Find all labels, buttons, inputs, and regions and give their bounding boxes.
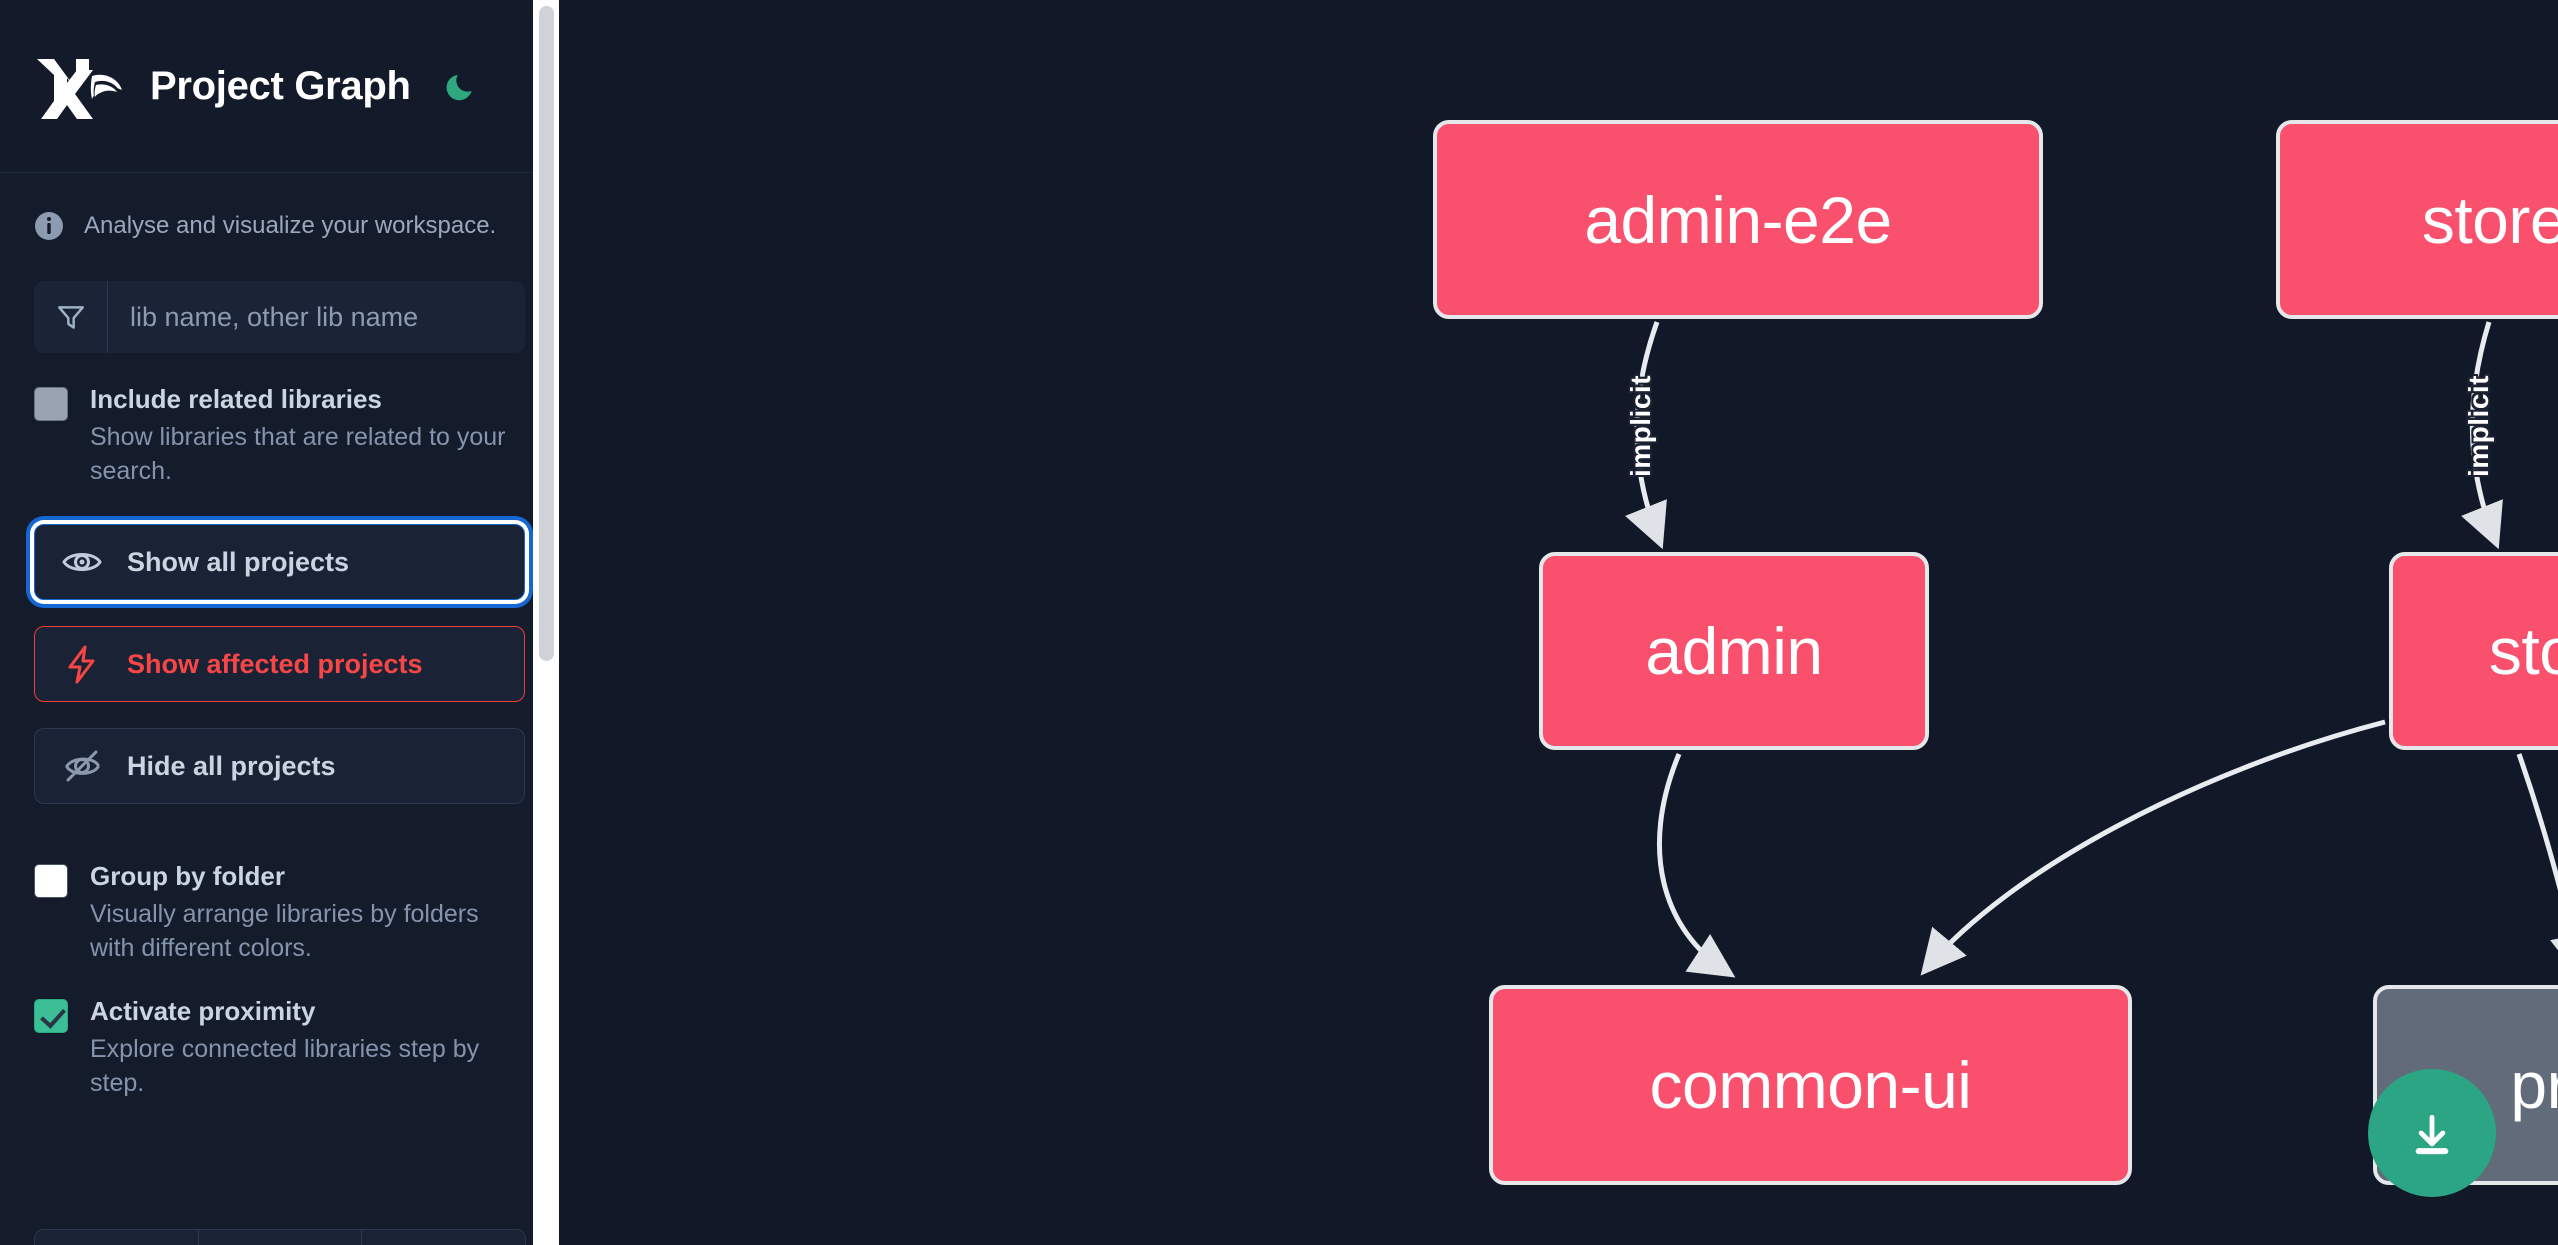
download-image-button[interactable] — [2368, 1069, 2496, 1197]
edge-store-to-common-ui — [1920, 719, 2386, 976]
edge-store-e2e-to-store — [2461, 321, 2503, 550]
graph-node-label: common-ui — [1649, 1048, 1972, 1122]
include-related-libraries-checkbox[interactable] — [34, 387, 68, 421]
sidebar-scrollbar-thumb[interactable] — [539, 6, 554, 661]
graph-node-store-e2e[interactable]: store-e2e — [2276, 120, 2558, 319]
search-input[interactable] — [108, 281, 525, 353]
hide-all-projects-label: Hide all projects — [127, 750, 336, 781]
sidebar-header: Project Graph — [0, 0, 559, 173]
show-affected-projects-button[interactable]: Show affected projects — [34, 626, 525, 702]
show-all-projects-label: Show all projects — [127, 546, 350, 577]
graph-node-label: store — [2488, 614, 2558, 688]
checkbox-group-by-folder[interactable]: Group by folder Visually arrange librari… — [0, 830, 559, 965]
segment-2[interactable] — [198, 1230, 363, 1245]
workspace-info-text: Analyse and visualize your workspace. — [84, 212, 497, 239]
eye-off-icon — [61, 745, 103, 787]
filter-icon — [34, 281, 108, 353]
download-icon — [2415, 1114, 2449, 1155]
workspace-info: Analyse and visualize your workspace. — [0, 173, 559, 271]
activate-proximity-checkbox[interactable] — [34, 999, 68, 1033]
group-by-folder-description: Visually arrange libraries by folders wi… — [90, 899, 479, 962]
moon-icon[interactable] — [439, 64, 483, 108]
activate-proximity-description: Explore connected libraries step by step… — [90, 1034, 480, 1097]
include-related-libraries-label: Include related libraries — [90, 384, 382, 414]
graph-node-label: admin — [1645, 614, 1823, 688]
eye-icon — [61, 541, 103, 583]
bolt-icon — [61, 643, 103, 685]
visibility-button-group: Show all projects Show affected projects — [0, 488, 559, 804]
show-affected-projects-label: Show affected projects — [127, 648, 423, 679]
segment-3[interactable] — [362, 1230, 525, 1245]
graph-node-admin[interactable]: admin — [1539, 552, 1929, 750]
graph-node-label: products — [2510, 1048, 2558, 1122]
graph-node-common-ui[interactable]: common-ui — [1489, 985, 2132, 1185]
include-related-libraries-description: Show libraries that are related to your … — [90, 422, 506, 485]
show-all-projects-button[interactable]: Show all projects — [34, 524, 525, 600]
group-by-folder-label: Group by folder — [90, 861, 285, 891]
page-title: Project Graph — [150, 63, 411, 108]
edge-store-to-products — [2516, 753, 2558, 980]
group-by-folder-checkbox[interactable] — [34, 864, 68, 898]
sidebar: Project Graph Analyse and visualize your… — [0, 0, 559, 1245]
search-box[interactable] — [34, 281, 525, 353]
checkbox-activate-proximity[interactable]: Activate proximity Explore connected lib… — [0, 965, 559, 1100]
edge-admin-e2e-to-admin — [1625, 321, 1667, 550]
graph-node-admin-e2e[interactable]: admin-e2e — [1433, 120, 2043, 319]
graph-edges — [1625, 321, 2558, 980]
nx-logo-icon — [34, 53, 126, 119]
sidebar-scrollbar[interactable] — [533, 0, 559, 1245]
graph-node-label: admin-e2e — [1584, 182, 1892, 257]
graph-node-label: store-e2e — [2421, 182, 2558, 257]
hide-all-projects-button[interactable]: Hide all projects — [34, 728, 525, 804]
checkbox-include-related-libraries[interactable]: Include related libraries Show libraries… — [0, 353, 559, 488]
info-icon — [34, 211, 64, 241]
segmented-control[interactable] — [34, 1229, 526, 1245]
project-graph-canvas[interactable]: admin-e2e store-e2e admin store common-u… — [559, 0, 2558, 1245]
segment-1[interactable] — [35, 1230, 199, 1245]
edge-admin-to-common-ui — [1657, 753, 1736, 978]
activate-proximity-label: Activate proximity — [90, 996, 316, 1026]
graph-node-store[interactable]: store — [2389, 552, 2558, 750]
